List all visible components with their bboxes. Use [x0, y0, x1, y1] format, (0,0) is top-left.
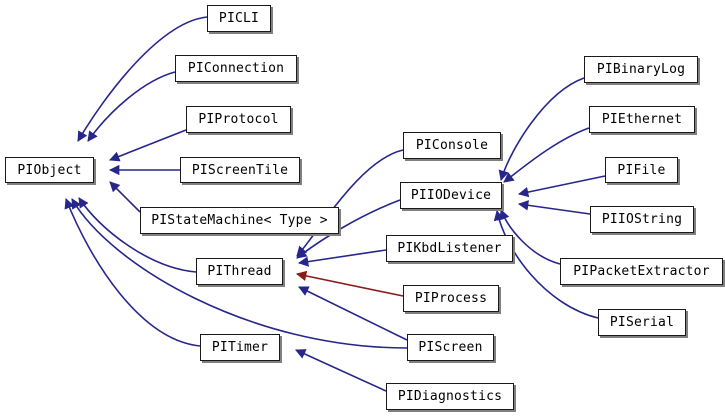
edge-pidiagnostics-pitimer: [295, 349, 387, 392]
class-node-label: PIEthernet: [601, 112, 683, 127]
class-node-label: PITimer: [211, 340, 269, 355]
edge-piprotocol-piobject: [109, 129, 187, 162]
class-node-label: PIScreen: [418, 340, 483, 355]
class-node-picli[interactable]: PICLI: [207, 5, 271, 32]
edge-piprocess-pithread: [295, 270, 404, 297]
class-node-label: PIConnection: [187, 61, 285, 76]
class-node-pithread[interactable]: PIThread: [196, 258, 283, 285]
class-node-label: PIFile: [617, 162, 666, 178]
class-node-piserial[interactable]: PISerial: [598, 309, 686, 336]
edge-piiostring-piiodevice: [517, 200, 591, 215]
class-node-label: PIThread: [207, 264, 272, 279]
class-node-piconsole[interactable]: PIConsole: [403, 132, 501, 159]
class-node-pibinarylog[interactable]: PIBinaryLog: [584, 56, 698, 83]
class-node-label: PIIODevice: [410, 188, 492, 203]
class-node-label: PIProtocol: [198, 112, 279, 127]
edge-paths: [64, 16, 606, 392]
class-node-piscreentile[interactable]: PIScreenTile: [180, 157, 300, 183]
class-node-pifile[interactable]: PIFile: [605, 157, 678, 183]
edge-piconnection-piobject: [87, 71, 176, 142]
class-node-piethernet[interactable]: PIEthernet: [589, 106, 695, 133]
class-node-pidiagnostics[interactable]: PIDiagnostics: [386, 383, 514, 410]
class-node-pipacketextractor[interactable]: PIPacketExtractor: [560, 258, 723, 285]
edge-pifile-piiodevice: [517, 175, 606, 198]
class-node-label: PIStateMachine< Type >: [151, 213, 328, 228]
edge-piethernet-piiodevice: [503, 127, 590, 183]
class-node-label: PISerial: [609, 315, 675, 330]
class-node-label: PIPacketExtractor: [573, 264, 710, 279]
class-node-piiodevice[interactable]: PIIODevice: [400, 182, 502, 209]
class-node-pitimer[interactable]: PITimer: [200, 334, 280, 361]
edge-pikbdlistener-pithread: [297, 249, 387, 267]
class-node-label: PICLI: [218, 11, 260, 26]
class-node-piiostring[interactable]: PIIOString: [590, 206, 694, 233]
class-node-label: PIDiagnostics: [397, 389, 503, 404]
class-node-piobject[interactable]: PIObject: [5, 157, 94, 183]
class-node-piconnection[interactable]: PIConnection: [175, 55, 297, 82]
edge-piscreen-pithread: [298, 286, 408, 341]
class-node-pistatemachine[interactable]: PIStateMachine< Type >: [140, 207, 339, 234]
class-node-piprotocol[interactable]: PIProtocol: [186, 106, 291, 133]
class-node-label: PIScreenTile: [191, 162, 289, 178]
edge-pibinarylog-piiodevice: [498, 77, 585, 181]
class-node-pikbdlistener[interactable]: PIKbdListener: [386, 235, 513, 262]
class-node-label: PIConsole: [415, 138, 489, 153]
class-node-label: PIKbdListener: [397, 241, 502, 256]
edge-pistatemachine-piobject: [109, 181, 141, 213]
class-node-piscreen[interactable]: PIScreen: [407, 334, 494, 361]
class-node-label: PIBinaryLog: [596, 62, 686, 77]
class-node-piprocess[interactable]: PIProcess: [403, 285, 499, 312]
class-node-label: PIProcess: [414, 291, 488, 306]
class-node-label: PIIOString: [601, 212, 683, 227]
class-node-label: PIObject: [17, 162, 82, 178]
